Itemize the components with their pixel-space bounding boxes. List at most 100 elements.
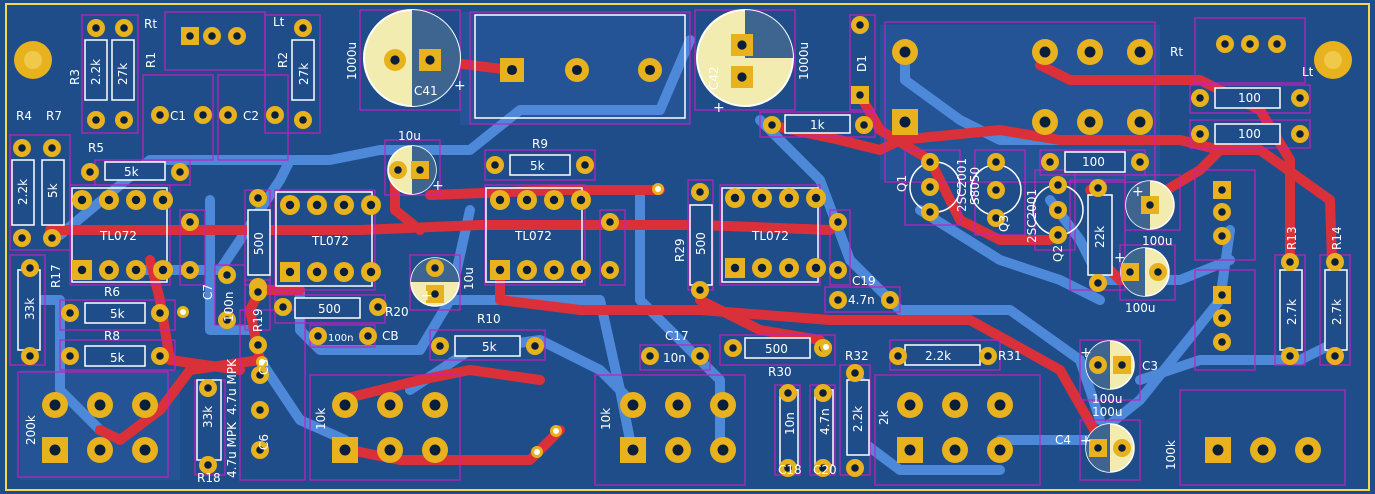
ref-r10: R10 bbox=[477, 312, 501, 326]
pad-hole bbox=[904, 399, 916, 411]
pad-hole bbox=[77, 265, 87, 275]
pad-hole bbox=[1218, 338, 1226, 346]
pad-hole bbox=[768, 121, 776, 129]
pad-hole bbox=[729, 344, 737, 352]
pad-hole bbox=[644, 64, 656, 76]
pad-hole bbox=[431, 264, 439, 272]
value-pot-200k: 200k bbox=[24, 415, 38, 445]
svg-text:+: + bbox=[1080, 433, 1092, 449]
pad-hole bbox=[66, 352, 74, 360]
pad-hole bbox=[436, 342, 444, 350]
ref-r20: R20 bbox=[385, 305, 409, 319]
ref-r5: R5 bbox=[88, 141, 104, 155]
pad-hole bbox=[926, 208, 934, 216]
pad-hole bbox=[576, 265, 586, 275]
pad-hole bbox=[819, 464, 827, 472]
pad-hole bbox=[531, 342, 539, 350]
pad-hole bbox=[92, 24, 100, 32]
pad-hole bbox=[256, 406, 264, 414]
ref-c7: C7 bbox=[201, 284, 215, 300]
ref-c42: C42 bbox=[707, 66, 721, 90]
pad-hole bbox=[1196, 130, 1204, 138]
ref-r19: R19 bbox=[251, 308, 265, 332]
pad-hole bbox=[1218, 208, 1226, 216]
pad-hole bbox=[576, 195, 586, 205]
pad-hole bbox=[390, 55, 400, 65]
pad-hole bbox=[86, 168, 94, 176]
ref-lt-right: Lt bbox=[1302, 65, 1314, 79]
pad-hole bbox=[1054, 231, 1062, 239]
value-c41: 1000u bbox=[345, 42, 359, 80]
pad-hole bbox=[672, 444, 684, 456]
pad-hole bbox=[984, 352, 992, 360]
pad-hole bbox=[254, 194, 262, 202]
pad-hole bbox=[1134, 46, 1146, 58]
pad-hole bbox=[1054, 206, 1062, 214]
ref-c41: C41 bbox=[414, 84, 438, 98]
value-c5: 4.7u MPK bbox=[225, 358, 239, 415]
pad-hole bbox=[581, 161, 589, 169]
mounting-holes bbox=[14, 41, 1352, 79]
value-pot-2k: 2k bbox=[877, 410, 891, 425]
value-cb: 100n bbox=[328, 333, 353, 344]
ref-r13: R13 bbox=[1285, 226, 1299, 250]
ref-r18: R18 bbox=[197, 471, 221, 485]
pad-hole bbox=[384, 399, 396, 411]
value-c19: 4.7n bbox=[848, 293, 875, 307]
component-values: 2.2k 27k 27k 1000u 1000u 10u 2.2k 5k 5k … bbox=[16, 42, 1344, 478]
value-r10: 5k bbox=[482, 340, 497, 354]
pad-hole bbox=[1146, 201, 1154, 209]
pad-hole bbox=[606, 266, 614, 274]
value-cap-100u-b: 100u bbox=[1125, 301, 1156, 315]
reference-designators: Rt Lt R1 R2 R3 R4 R7 R5 C1 C2 R6 R8 R17 … bbox=[16, 15, 1344, 485]
pad-hole bbox=[158, 265, 168, 275]
pad-hole bbox=[646, 352, 654, 360]
pad-hole bbox=[992, 186, 1000, 194]
value-r14: 2.7k bbox=[1330, 299, 1344, 325]
pad-hole bbox=[66, 309, 74, 317]
svg-text:+: + bbox=[421, 288, 433, 304]
pad-hole bbox=[299, 116, 307, 124]
value-pot-10k-b: 10k bbox=[599, 408, 613, 430]
value-ic4: TL072 bbox=[751, 229, 789, 243]
svg-text:+: + bbox=[713, 100, 725, 116]
pad-hole bbox=[416, 166, 424, 174]
pad-hole bbox=[156, 352, 164, 360]
pad-hole bbox=[92, 116, 100, 124]
pad-hole bbox=[1054, 181, 1062, 189]
pad-hole bbox=[394, 166, 402, 174]
pad-hole bbox=[339, 399, 351, 411]
pad-hole bbox=[1084, 116, 1096, 128]
pad-hole bbox=[627, 399, 639, 411]
value-q3: S8050 bbox=[968, 167, 982, 205]
pad-hole bbox=[1039, 116, 1051, 128]
pad-hole bbox=[271, 111, 279, 119]
pads bbox=[13, 16, 1344, 477]
pad-hole bbox=[131, 195, 141, 205]
value-cap-100u-d: 100u bbox=[1092, 405, 1123, 419]
pad-hole bbox=[717, 399, 729, 411]
pad-hole bbox=[1218, 186, 1226, 194]
pad-hole bbox=[717, 444, 729, 456]
pad-hole bbox=[696, 286, 704, 294]
ref-q2: Q2 bbox=[1051, 245, 1065, 262]
value-cap-10u-mid: 10u bbox=[462, 267, 476, 290]
pad-hole bbox=[819, 389, 827, 397]
pad-hole bbox=[94, 444, 106, 456]
pad-hole bbox=[834, 266, 842, 274]
pad-hole bbox=[48, 234, 56, 242]
value-cap-10u-top: 10u bbox=[398, 129, 421, 143]
ref-c19: C19 bbox=[852, 274, 876, 288]
pad-hole bbox=[949, 444, 961, 456]
ref-c4: C4 bbox=[1055, 433, 1071, 447]
pad-hole bbox=[1296, 130, 1304, 138]
value-c42: 1000u bbox=[797, 42, 811, 80]
value-r32: 2.2k bbox=[851, 406, 865, 432]
value-cap-100u-a: 100u bbox=[1142, 234, 1173, 248]
pad-hole bbox=[1273, 40, 1281, 48]
ref-r17: R17 bbox=[49, 264, 63, 288]
ic-outlines bbox=[71, 14, 1084, 287]
svg-text:+: + bbox=[1080, 345, 1092, 361]
pad-hole bbox=[156, 111, 164, 119]
value-r31: 2.2k bbox=[925, 349, 951, 363]
